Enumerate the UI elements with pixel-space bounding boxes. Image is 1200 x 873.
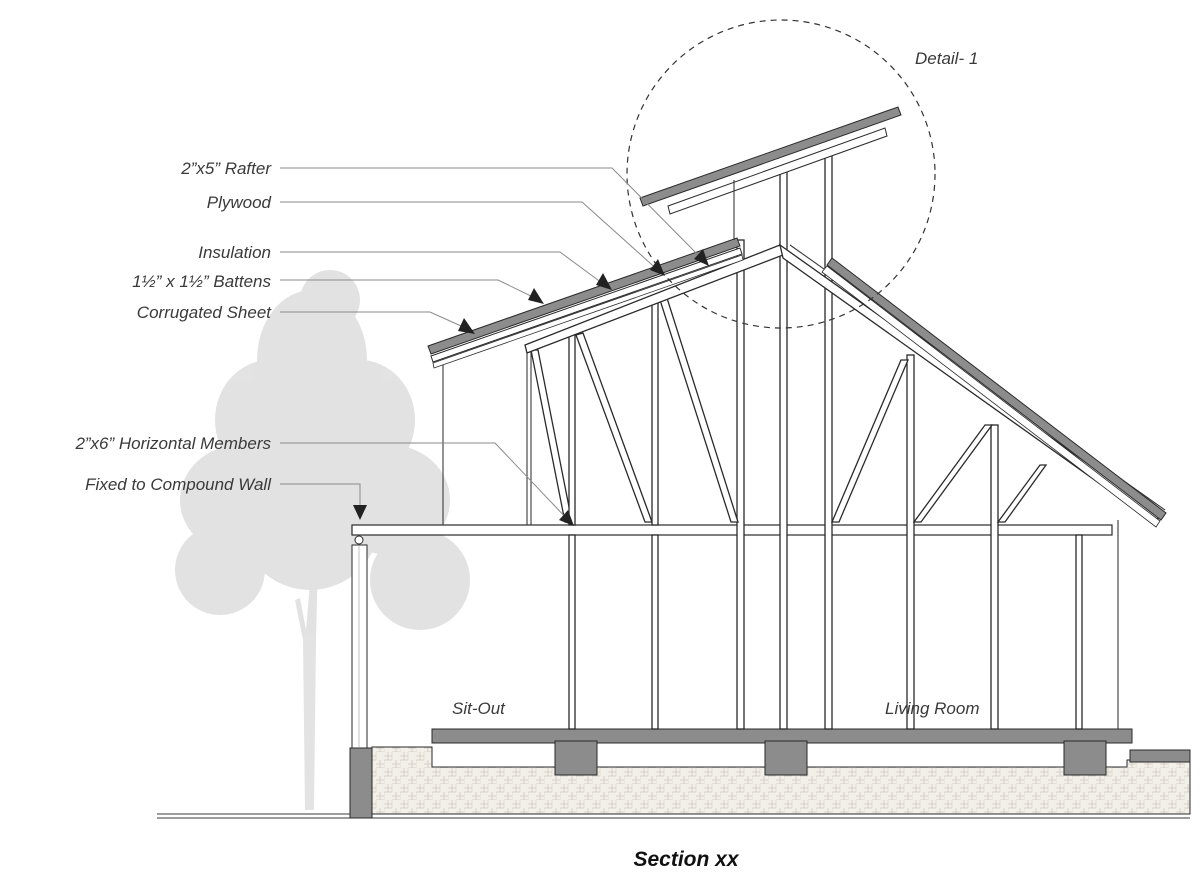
plywood-label: Plywood bbox=[207, 193, 272, 212]
plinth bbox=[371, 728, 1191, 815]
upper-roof bbox=[639, 106, 902, 240]
arrow-battens bbox=[528, 288, 544, 304]
fixed-label: Fixed to Compound Wall bbox=[85, 475, 272, 494]
battens-label: 1½” x 1½” Battens bbox=[132, 272, 271, 291]
tree bbox=[175, 270, 470, 810]
right-roof bbox=[821, 257, 1167, 528]
compound-wall bbox=[349, 535, 373, 819]
ground-line bbox=[157, 813, 1190, 819]
corrugated-label: Corrugated Sheet bbox=[137, 303, 272, 322]
arrow-plywood bbox=[650, 259, 665, 276]
insulation-label: Insulation bbox=[198, 243, 271, 262]
section-title: Section xx bbox=[633, 848, 739, 871]
left-walls bbox=[442, 345, 532, 525]
leaders bbox=[280, 167, 709, 526]
detail-circle bbox=[626, 19, 936, 329]
detail-label: Detail- 1 bbox=[915, 49, 978, 68]
rafter-label: 2”x5” Rafter bbox=[180, 159, 272, 178]
arrow-fixed bbox=[353, 505, 367, 520]
arrow-insulation bbox=[596, 273, 612, 290]
horizontal-label: 2”x6” Horizontal Members bbox=[74, 434, 271, 453]
labels: Detail- 1 2”x5” Rafter Plywood Insulatio… bbox=[74, 49, 979, 871]
truss-webs bbox=[530, 297, 1048, 526]
sitout-label: Sit-Out bbox=[452, 699, 506, 718]
arrow-rafter bbox=[694, 249, 709, 266]
horizontal-member bbox=[351, 524, 1113, 536]
arrow-corrugated bbox=[458, 318, 475, 334]
posts bbox=[568, 154, 1119, 730]
left-roof bbox=[427, 237, 744, 369]
arrow-horizontal bbox=[559, 510, 574, 526]
living-label: Living Room bbox=[885, 699, 980, 718]
